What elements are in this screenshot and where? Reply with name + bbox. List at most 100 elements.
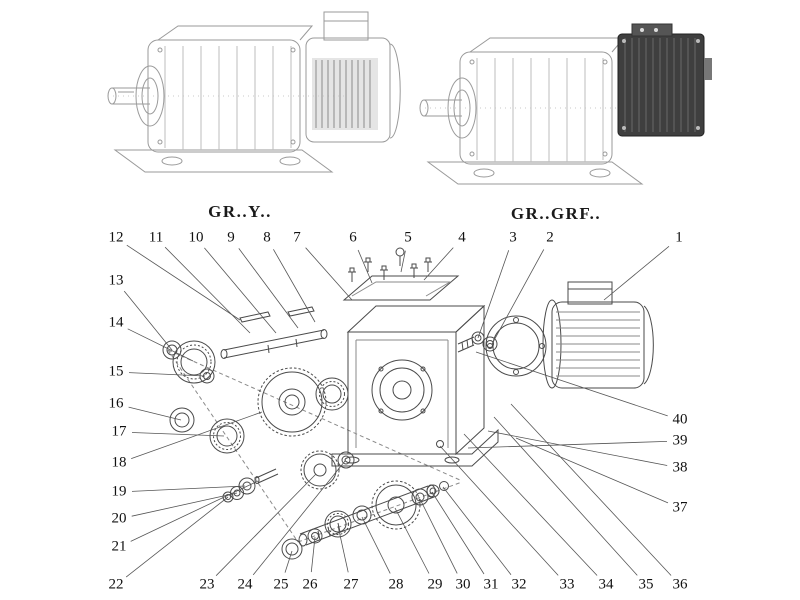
callout-number-13: 13 — [107, 272, 125, 289]
guide-lines — [167, 349, 463, 543]
leader-line-8 — [273, 249, 316, 323]
leader-line-36 — [510, 403, 672, 576]
intermediate-gear — [300, 450, 355, 490]
input-shaft-assembly — [162, 306, 328, 384]
callout-number-24: 24 — [236, 576, 254, 593]
callout-number-32: 32 — [510, 576, 528, 593]
callout-number-30: 30 — [454, 576, 472, 593]
leader-line-27 — [337, 525, 349, 573]
leader-line-6 — [357, 249, 373, 284]
leader-line-20 — [131, 492, 238, 517]
output-shaft-assembly — [281, 480, 449, 560]
leader-line-9 — [238, 248, 299, 329]
callout-number-17: 17 — [110, 423, 128, 440]
leader-line-13 — [123, 290, 173, 351]
leader-line-2 — [491, 249, 545, 345]
cover-bolts — [348, 247, 432, 282]
leader-line-33 — [439, 445, 559, 576]
callout-number-20: 20 — [110, 510, 128, 527]
leader-line-14 — [127, 328, 194, 362]
leader-line-18 — [131, 411, 263, 459]
callout-number-6: 6 — [348, 229, 358, 246]
leader-line-34 — [463, 433, 598, 576]
callout-number-7: 7 — [292, 229, 302, 246]
callout-number-3: 3 — [508, 229, 518, 246]
leader-line-23 — [215, 473, 317, 576]
leader-line-11 — [164, 246, 251, 334]
callout-number-31: 31 — [482, 576, 500, 593]
callout-number-10: 10 — [187, 229, 205, 246]
callout-number-8: 8 — [262, 229, 272, 246]
leader-line-31 — [431, 491, 485, 575]
callout-number-21: 21 — [110, 538, 128, 555]
callout-number-1: 1 — [674, 229, 684, 246]
gr-y-shaft — [107, 65, 345, 127]
callout-number-25: 25 — [272, 576, 290, 593]
figure-title-gr-y: GR..Y.. — [208, 202, 272, 221]
gr-y-housing — [147, 25, 314, 153]
figure-title-gr-grf: GR..GRF.. — [510, 204, 602, 223]
callout-number-22: 22 — [107, 576, 125, 593]
callout-number-38: 38 — [671, 459, 689, 476]
leader-line-16 — [128, 406, 182, 421]
gr-y-base — [113, 149, 334, 173]
leader-line-5 — [400, 250, 406, 273]
callout-number-23: 23 — [198, 576, 216, 593]
leader-line-4 — [423, 247, 454, 281]
leader-line-25 — [284, 550, 293, 573]
callout-number-28: 28 — [387, 576, 405, 593]
callout-number-11: 11 — [147, 229, 165, 246]
leader-line-37 — [515, 437, 669, 504]
leader-line-19 — [131, 485, 246, 492]
callout-number-18: 18 — [110, 454, 128, 471]
figure-gr-y — [107, 11, 401, 173]
leader-line-30 — [419, 498, 458, 574]
callout-number-37: 37 — [671, 499, 689, 516]
leader-line-7 — [305, 247, 353, 301]
callout-number-9: 9 — [226, 229, 236, 246]
leader-line-22 — [125, 496, 229, 578]
leader-line-38 — [487, 430, 668, 466]
leader-line-10 — [204, 247, 277, 334]
callout-number-19: 19 — [110, 483, 128, 500]
gr-grf-compact-drive — [617, 23, 712, 137]
callout-number-26: 26 — [301, 576, 319, 593]
leader-line-29 — [394, 507, 430, 574]
gr-grf-base — [426, 161, 644, 185]
callout-number-40: 40 — [671, 411, 689, 428]
leader-line-24 — [252, 460, 346, 576]
figure-gr-grf — [419, 23, 712, 185]
leader-line-21 — [130, 480, 259, 542]
leader-line-1 — [603, 245, 670, 301]
callout-number-15: 15 — [107, 363, 125, 380]
callout-number-14: 14 — [107, 314, 125, 331]
leader-line-39 — [467, 441, 668, 449]
callout-number-27: 27 — [342, 576, 360, 593]
gearbox-housing — [331, 275, 499, 467]
callout-number-12: 12 — [107, 229, 125, 246]
leader-line-3 — [477, 250, 510, 339]
leader-line-40 — [475, 351, 668, 417]
gr-y-motor — [305, 11, 401, 143]
gr-grf-shaft — [419, 77, 655, 139]
callout-number-16: 16 — [107, 395, 125, 412]
callout-number-33: 33 — [558, 576, 576, 593]
callout-number-29: 29 — [426, 576, 444, 593]
leader-line-26 — [310, 536, 316, 573]
callout-number-35: 35 — [637, 576, 655, 593]
exploded-view — [162, 247, 654, 560]
large-gear-assembly — [169, 367, 349, 454]
leader-line-17 — [131, 432, 225, 437]
callout-number-5: 5 — [403, 229, 413, 246]
callout-number-2: 2 — [545, 229, 555, 246]
callout-number-39: 39 — [671, 432, 689, 449]
callout-number-4: 4 — [457, 229, 467, 246]
callout-number-36: 36 — [671, 576, 689, 593]
leader-line-35 — [493, 416, 638, 576]
leader-line-15 — [128, 372, 206, 377]
leader-line-28 — [361, 516, 391, 574]
callout-number-34: 34 — [597, 576, 615, 593]
